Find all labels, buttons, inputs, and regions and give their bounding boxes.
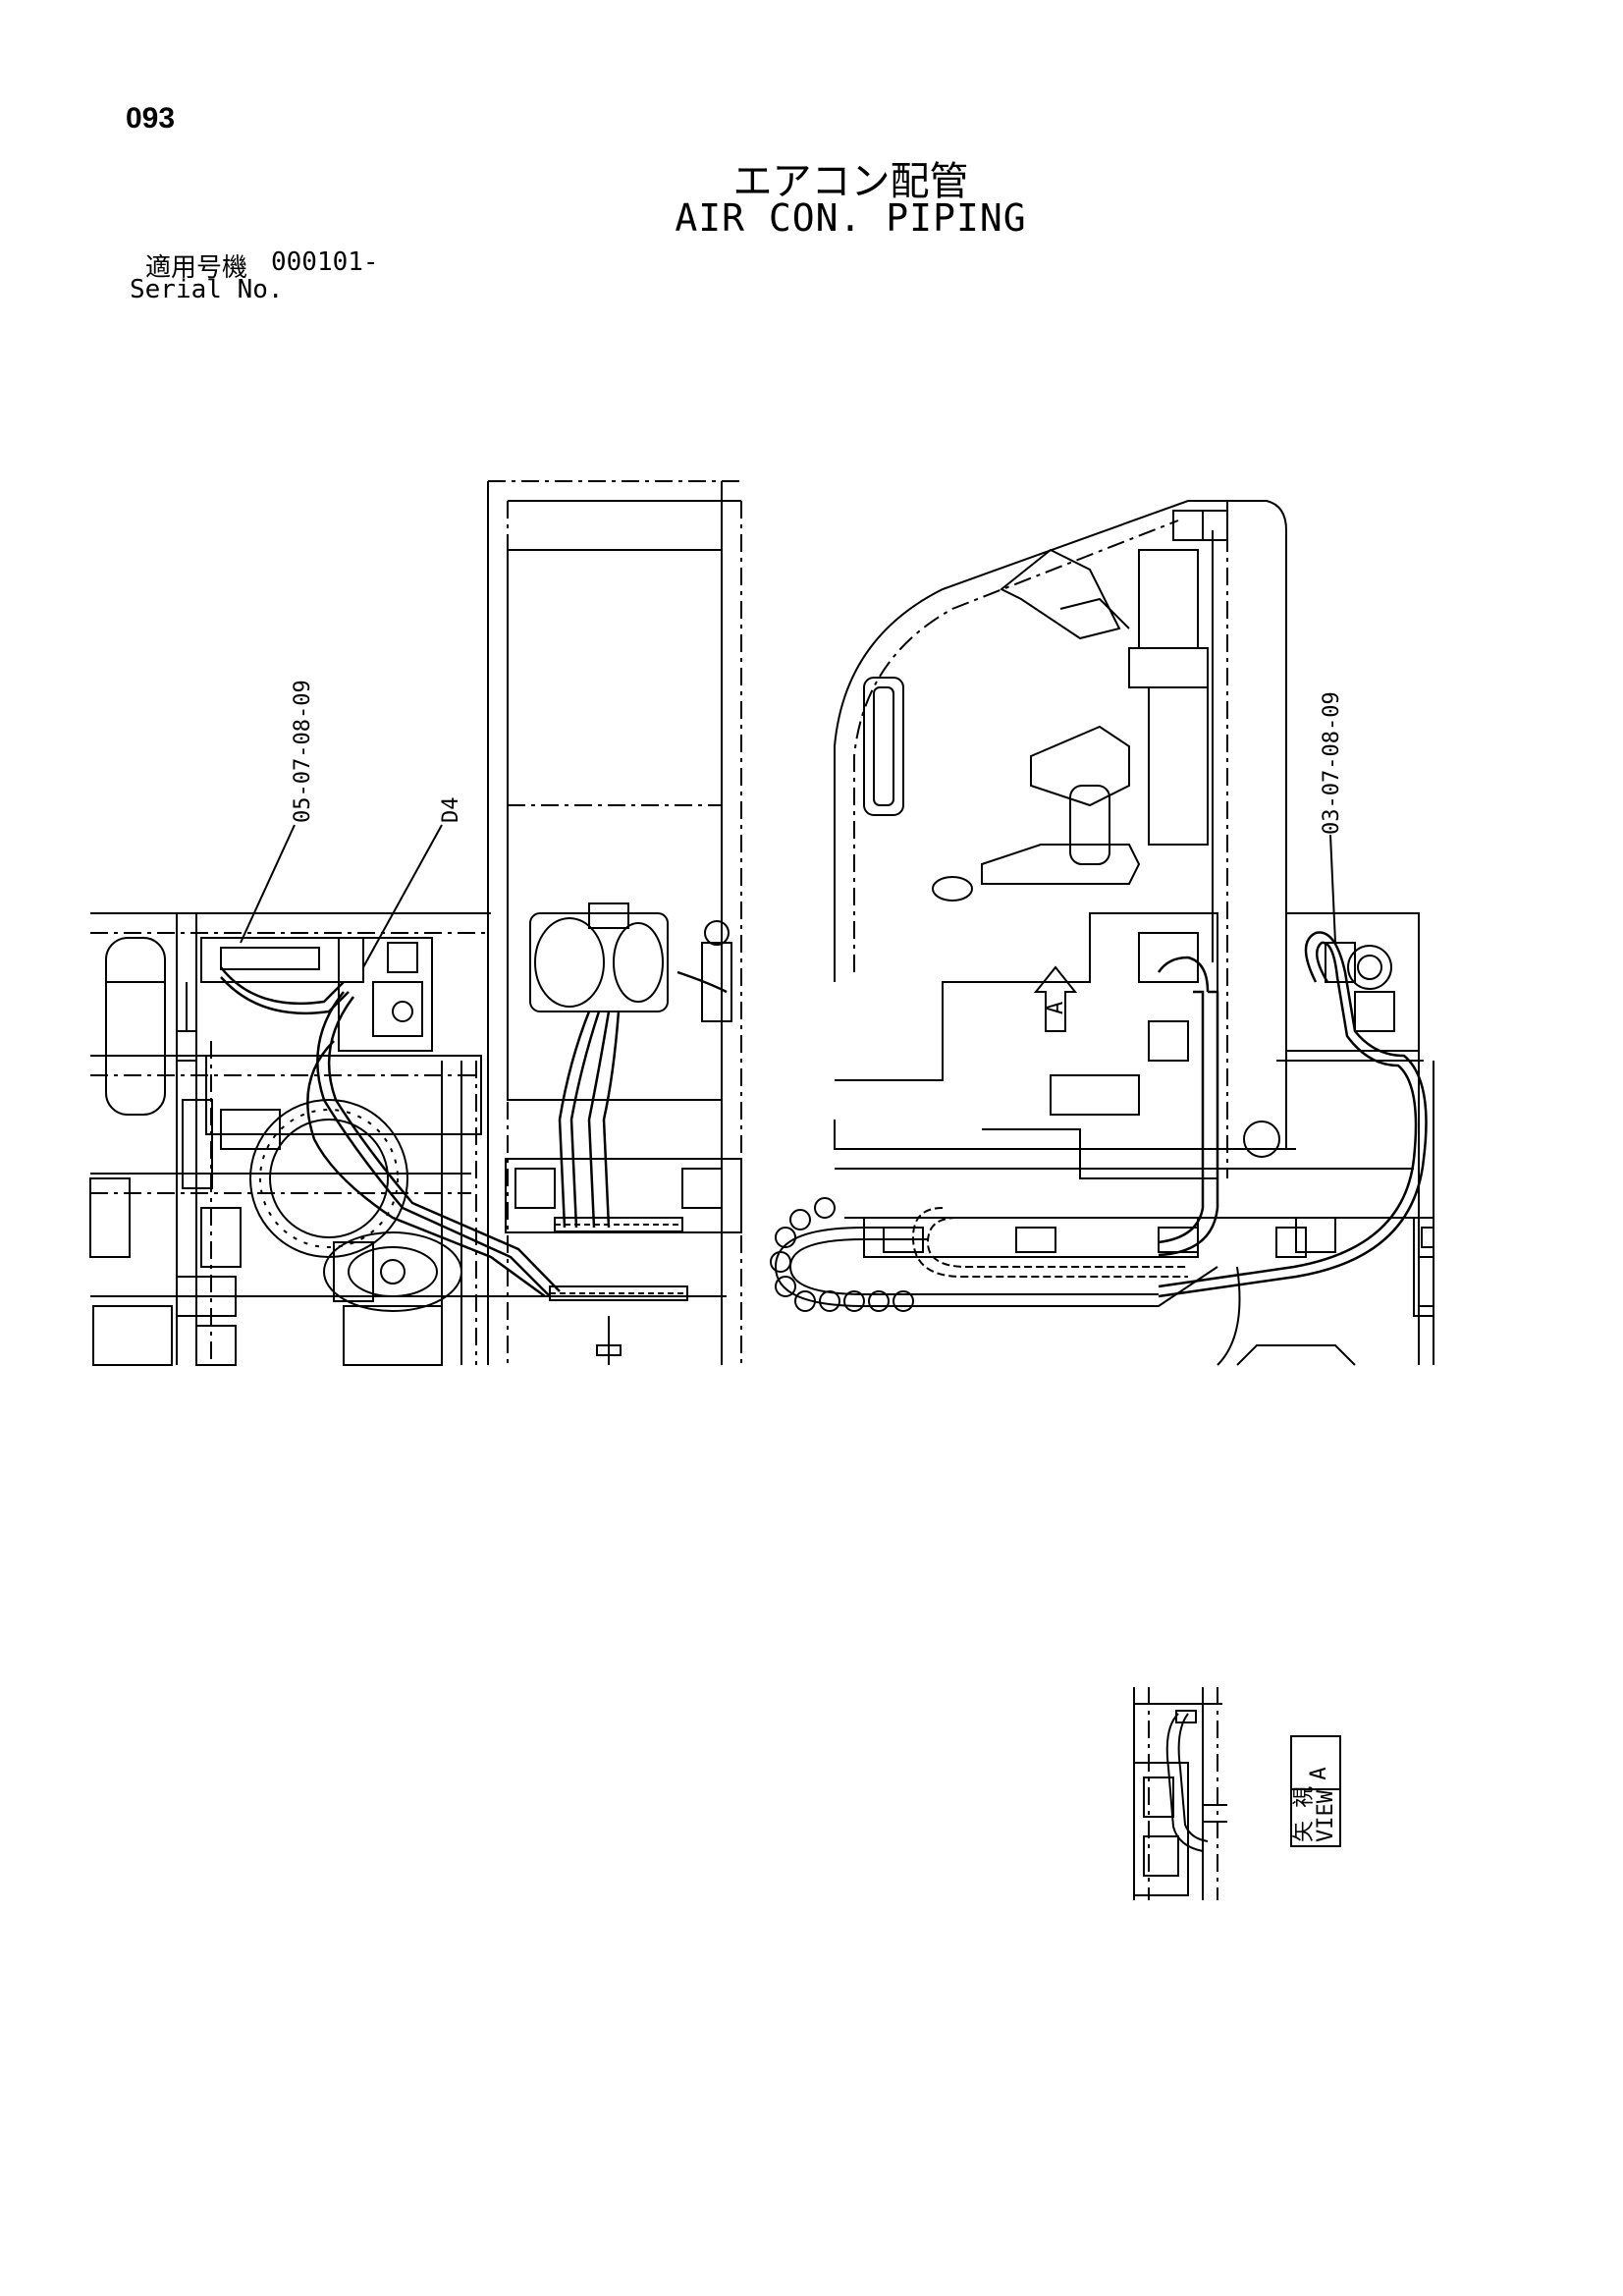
callout-leaders: [240, 824, 1336, 968]
air-con-hoses: [220, 931, 1428, 1298]
callout-d4: D4: [439, 797, 463, 824]
connector-blocks: [1275, 1227, 1434, 1307]
view-a-detail: [1133, 1687, 1227, 1900]
view-arrow-letter: A: [1044, 1002, 1068, 1014]
view-label-japanese: 矢 視: [1292, 1786, 1317, 1842]
right-compressor-unit: [1276, 912, 1434, 1365]
callout-right-ref: 03-07-08-09: [1320, 691, 1344, 835]
serial-label-japanese: 適用号機: [145, 253, 248, 283]
title-japanese: エアコン配管: [732, 159, 969, 204]
title-english: AIR CON. PIPING: [675, 196, 1027, 240]
left-valve-block: [176, 937, 433, 1062]
page-number: 093: [126, 102, 176, 135]
center-assembly: [487, 480, 742, 1365]
serial-label-english: Serial No.: [130, 275, 284, 304]
serial-value: 000101-: [271, 247, 379, 277]
left-frame-assembly: [89, 912, 727, 1366]
view-a-label-box: A 矢 視 VIEW: [1290, 1735, 1341, 1847]
view-label-english: VIEW: [1314, 1789, 1338, 1842]
drag-chain: [770, 1197, 1218, 1312]
callout-left-ref: 05-07-08-09: [291, 680, 315, 823]
callout-labels: 05-07-08-09 D4 03-07-08-09 A: [291, 680, 1344, 1014]
cab-assembly: [834, 500, 1414, 1366]
view-letter: A: [1307, 1767, 1331, 1779]
